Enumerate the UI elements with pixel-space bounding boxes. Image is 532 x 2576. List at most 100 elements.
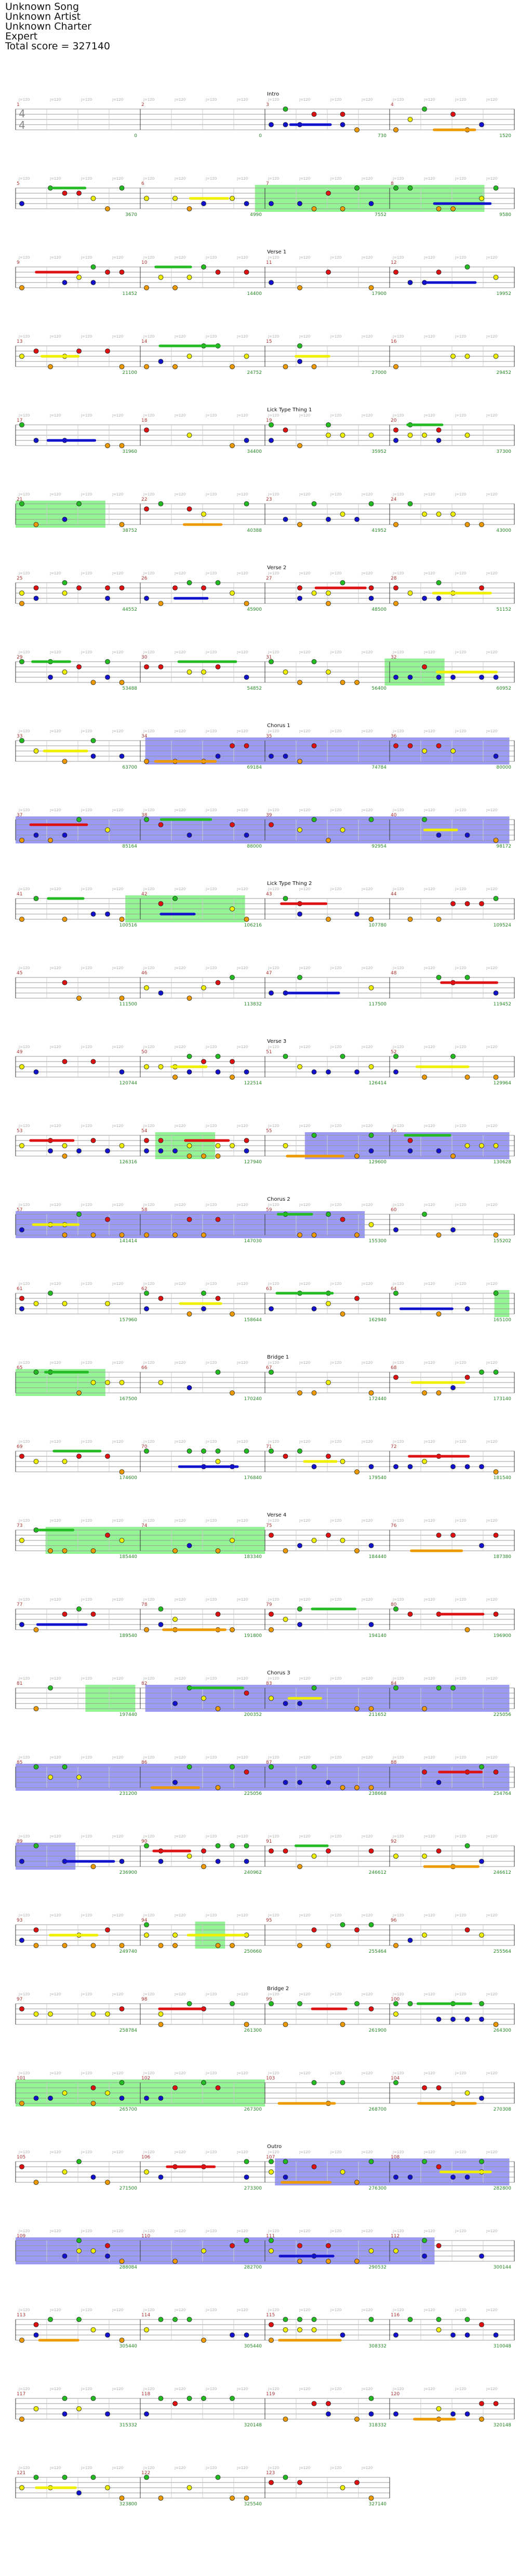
chart-row [15,1764,515,1791]
note-gem [393,675,398,680]
tempo-label: J=120 [361,2150,373,2154]
note-gem [450,354,456,359]
note-gem [393,1291,398,1296]
tempo-label: J=120 [49,1755,61,1760]
note-gem [479,675,484,680]
tempo-label: J=120 [268,571,279,575]
tempo-label: J=120 [205,1361,217,1365]
note-gem [230,364,235,369]
tempo-label: J=120 [268,492,279,497]
tempo-label: J=120 [423,98,435,102]
note-gem [19,1064,24,1069]
note-gem [76,2406,82,2411]
tempo-label: J=120 [268,1440,279,1444]
tempo-label: J=120 [81,256,92,260]
tempo-label: J=120 [174,2387,185,2391]
tempo-label: J=120 [330,1992,341,1996]
bar-number: 16 [391,339,397,344]
note-gem [119,2006,125,2011]
note-gem [493,1370,499,1375]
chart-row [15,343,515,369]
tempo-label: J=120 [361,2071,373,2075]
note-gem [368,1464,374,1469]
tempo-label: J=120 [330,2229,341,2233]
tempo-label: J=120 [174,2308,185,2312]
bar-number: 21 [17,497,22,502]
chart-row [15,975,515,1001]
note-gem [368,585,374,591]
bar-score: 315332 [119,2423,137,2428]
chart-row [15,1054,515,1080]
note-gem [187,2001,192,2006]
time-signature-denominator: 4 [19,119,25,131]
note-gem [436,206,442,211]
tempo-label: J=120 [486,1361,497,1365]
tempo-label: J=120 [486,1203,497,1207]
bar-number: 101 [17,2076,25,2081]
tempo-label: J=120 [143,571,154,575]
tempo-label: J=120 [299,887,310,891]
note-gem [393,1464,398,1469]
note-gem [119,1143,125,1148]
note-gem [326,1454,331,1459]
note-gem [407,917,413,922]
bar-number: 2 [141,102,144,108]
note-gem [464,1464,470,1469]
bar-number: 28 [391,576,397,581]
tempo-label: J=120 [330,1913,341,1917]
note-gem [62,833,68,838]
note-gem [187,833,192,838]
note-gem [479,2096,484,2101]
note-gem [62,1612,68,1617]
note-gem [215,1069,221,1075]
note-gem [105,2253,110,2259]
bar-number: 18 [141,418,148,423]
bar-score: 300144 [494,2265,512,2270]
tempo-label: J=120 [392,413,404,418]
bar-number: 14 [141,339,148,344]
tempo-label: J=120 [18,177,30,181]
note-gem [187,275,192,280]
note-gem [368,2006,374,2011]
tempo-label: J=120 [143,1203,154,1207]
bar-number: 12 [391,260,396,265]
note-gem [393,438,398,443]
note-gem [76,348,82,354]
note-gem [230,1943,235,1948]
note-gem [479,2322,484,2327]
note-gem [62,1943,68,1948]
tempo-label: J=120 [486,177,497,181]
note-gem [62,2411,68,2417]
tempo-label: J=120 [392,1913,404,1917]
note-gem [269,2169,274,2175]
difficulty-label: Expert [5,31,38,42]
note-gem [354,1469,360,1474]
note-gem [311,1464,317,1469]
tempo-label: J=120 [18,334,30,339]
tempo-label: J=120 [143,177,154,181]
tempo-label: J=120 [174,256,185,260]
note-gem [297,1606,302,1612]
note-gem [422,512,427,517]
tempo-label: J=120 [236,966,248,970]
note-gem [62,2169,68,2175]
tempo-label: J=120 [361,1676,373,1681]
note-gem [201,1059,206,1064]
note-gem [33,1764,39,1769]
bar-score: 155202 [494,1239,511,1244]
note-gem [340,1459,345,1464]
tempo-label: J=120 [361,1755,373,1760]
note-gem [479,2159,484,2164]
tempo-label: J=120 [486,1834,497,1839]
note-gem [230,1059,235,1064]
tempo-label: J=120 [455,1992,466,1996]
note-gem [368,1848,374,1854]
note-gem [119,2096,125,2101]
note-gem [187,1054,192,1059]
note-gem [215,1153,221,1159]
tempo-label: J=120 [205,2150,217,2154]
tempo-label: J=120 [268,1519,279,1523]
bar-score: 187380 [494,1554,512,1560]
note-gem [33,1843,39,1848]
note-gem [297,1390,302,1396]
